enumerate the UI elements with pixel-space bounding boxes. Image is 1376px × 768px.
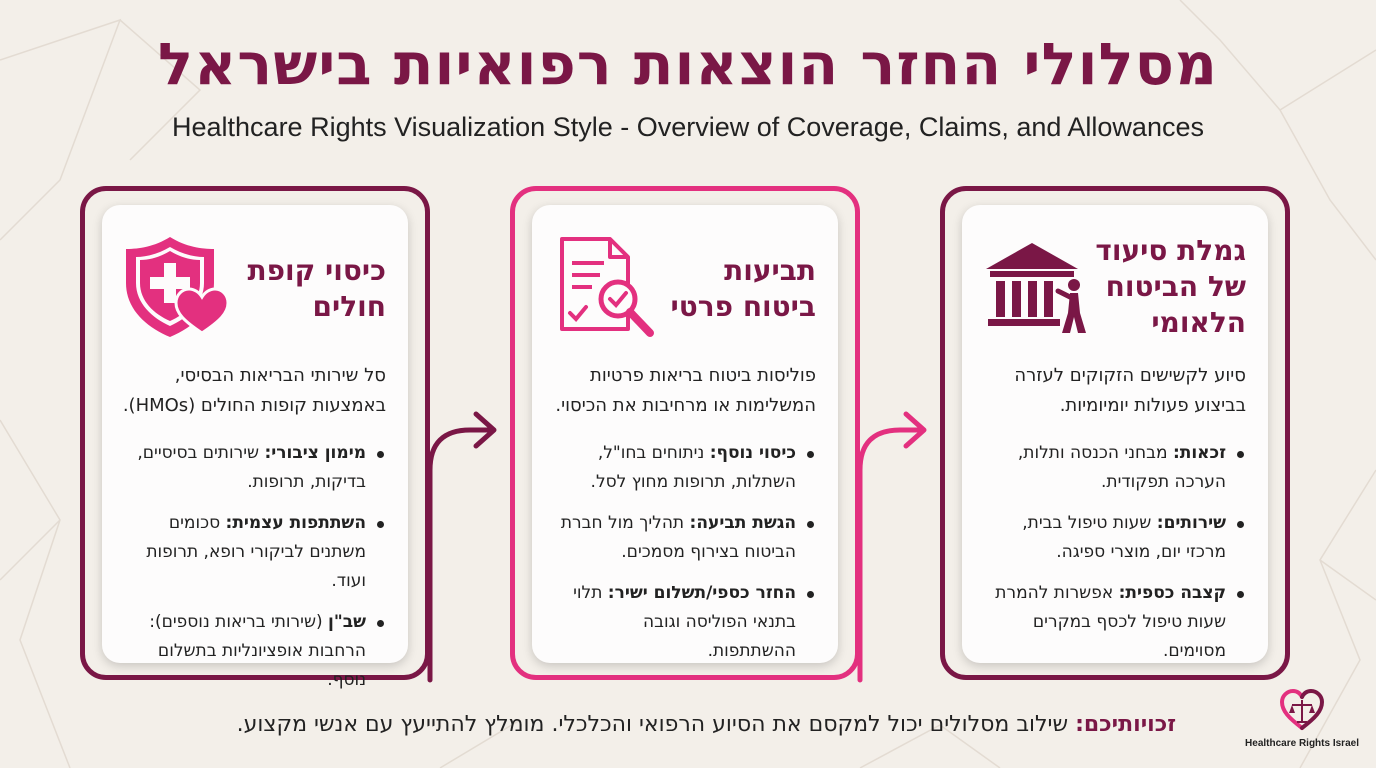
card-title: כיסוי קופת חולים bbox=[247, 254, 386, 323]
logo: Healthcare Rights Israel bbox=[1242, 688, 1362, 752]
list-item: קצבה כספית: אפשרות להמרת שעות טיפול לכסף… bbox=[980, 579, 1246, 666]
bank-building-icon bbox=[986, 243, 1086, 333]
card-title: גמלת סיעוד של הביטוח הלאומי bbox=[1095, 234, 1246, 339]
list-item: החזר כספי/תשלום ישיר: תלוי בתנאי הפוליסה… bbox=[550, 579, 816, 666]
footer-label: זכויותיכם: bbox=[1075, 712, 1176, 737]
frame-hmo-coverage bbox=[80, 186, 430, 680]
list-item: כיסוי נוסף: ניתוחים בחו"ל, השתלות, תרופו… bbox=[550, 439, 816, 497]
list-item: מימון ציבורי: שירותים בסיסיים, בדיקות, ת… bbox=[120, 439, 386, 497]
logo-text: Healthcare Rights Israel bbox=[1245, 738, 1359, 749]
card-description: פוליסות ביטוח בריאות פרטיות המשלימות או … bbox=[555, 365, 816, 416]
list-item: הגשת תביעה: תהליך מול חברת הביטוח בצירוף… bbox=[550, 509, 816, 567]
heart-scales-icon bbox=[1279, 688, 1325, 730]
document-search-icon bbox=[560, 237, 654, 337]
frame-private-insurance bbox=[510, 186, 860, 680]
page-title: מסלולי החזר הוצאות רפואיות בישראל bbox=[157, 30, 1218, 98]
card-description: סיוע לקשישים הזקוקים לעזרה בביצוע פעולות… bbox=[1014, 365, 1246, 416]
list-item: שב"ן (שירותי בריאות נוספים): הרחבות אופצ… bbox=[120, 608, 386, 695]
page-subtitle: Healthcare Rights Visualization Style - … bbox=[172, 112, 1204, 142]
shield-heart-icon bbox=[126, 237, 230, 337]
card-national-insurance: גמלת סיעוד של הביטוח הלאומי סיוע לקשישים… bbox=[962, 205, 1268, 663]
connector-arrow-right bbox=[857, 411, 927, 683]
card-hmo-coverage: כיסוי קופת חולים סל שירותי הבריאות הבסיס… bbox=[102, 205, 408, 690]
card-title: תביעות ביטוח פרטי bbox=[670, 254, 816, 323]
footer-text: שילוב מסלולים יכול למקסם את הסיוע הרפואי… bbox=[236, 712, 1069, 737]
list-item: זכאות: מבחני הכנסה ותלות, הערכה תפקודית. bbox=[980, 439, 1246, 497]
card-description: סל שירותי הבריאות הבסיסי, באמצעות קופות … bbox=[122, 365, 386, 416]
list-item: השתתפות עצמית: סכומים משתנים לביקורי רופ… bbox=[120, 509, 386, 596]
card-private-insurance: תביעות ביטוח פרטי פוליסות ביטוח בריאות פ… bbox=[532, 205, 838, 663]
frame-national-insurance bbox=[940, 186, 1290, 680]
footer-note: זכויותיכם: שילוב מסלולים יכול למקסם את ה… bbox=[237, 712, 1176, 737]
connector-arrow-left bbox=[427, 411, 497, 683]
list-item: שירותים: שעות טיפול בבית, מרכזי יום, מוצ… bbox=[980, 509, 1246, 567]
